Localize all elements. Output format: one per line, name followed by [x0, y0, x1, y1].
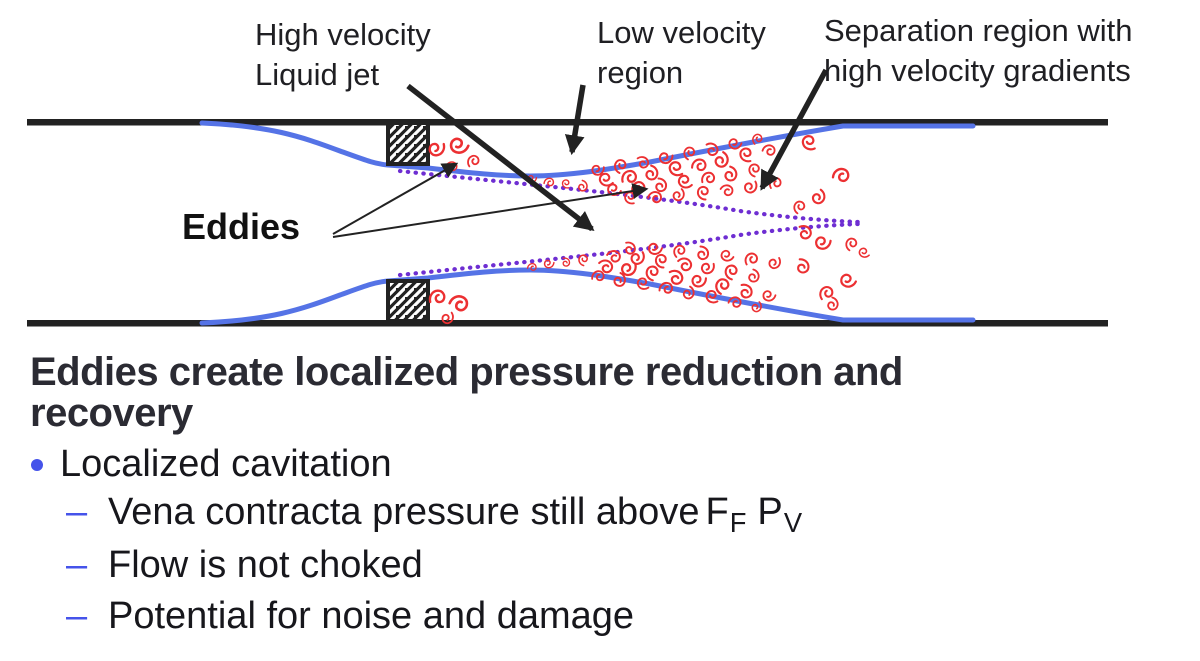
bullet-dot-icon — [31, 459, 43, 471]
pipe-wall-top — [27, 119, 1108, 126]
eddy-icon — [739, 147, 752, 163]
eddy-icon — [670, 243, 687, 259]
eddy-icon — [676, 254, 695, 273]
eddy-icon — [721, 262, 740, 281]
eddy-icon — [800, 134, 816, 152]
formula-p-subscript: V — [783, 506, 803, 538]
label-line: High velocity — [255, 17, 431, 52]
eddy-icon — [675, 173, 694, 192]
eddy-icon — [543, 176, 556, 188]
label-eddies: Eddies — [182, 206, 301, 247]
eddy-icon — [701, 171, 716, 184]
eddy-icon — [428, 289, 446, 304]
label-line: Separation region with — [824, 13, 1133, 48]
label-high-velocity-liquid-jet: High velocity Liquid jet — [255, 15, 431, 95]
eddy-icon — [629, 250, 647, 267]
pipe-wall-bottom — [27, 320, 1108, 327]
label-separation-region: Separation region with high velocity gra… — [824, 11, 1132, 91]
eddy-icon — [704, 289, 719, 306]
orifice-plate-bottom — [386, 279, 430, 323]
eddy-icon — [653, 252, 668, 269]
dash-icon: – — [66, 544, 88, 586]
eddy-icon — [705, 140, 720, 157]
eddy-icon — [837, 271, 858, 291]
eddy-icon — [842, 235, 859, 252]
sub-bullet-text: Potential for noise and damage — [108, 595, 635, 637]
eddy-icon — [465, 153, 481, 168]
eddy-icon — [711, 275, 732, 296]
eddy-icon — [696, 245, 711, 262]
caption-heading-line1: Eddies create localized pressure reducti… — [30, 350, 903, 394]
shear-layer-dotted-bottom — [397, 221, 861, 278]
eddy-icon — [561, 179, 570, 189]
shear-layer-dotted-top — [397, 168, 861, 225]
eddy-icon — [767, 175, 783, 190]
sub-bullet-noise-damage: –Potential for noise and damage — [66, 595, 634, 638]
eddy-icon — [831, 165, 852, 184]
eddy-icon — [743, 180, 760, 195]
formula-f-subscript: F — [729, 506, 747, 538]
eddy-icon — [790, 198, 807, 215]
orifice-plate-top — [386, 121, 430, 166]
eddy-icon — [718, 248, 735, 265]
label-line: high velocity gradients — [824, 53, 1131, 88]
flow-boundary-bottom — [199, 267, 976, 326]
eddy-icon — [700, 262, 715, 275]
eddy-icon — [796, 257, 811, 275]
label-line: Low velocity — [597, 15, 766, 50]
eddy-icon — [624, 191, 635, 205]
eddy-icon — [542, 258, 555, 270]
dash-icon: – — [66, 491, 88, 533]
eddy-icon — [621, 263, 637, 277]
eddy-icon — [667, 160, 684, 179]
eddy-icon — [719, 181, 736, 198]
eddy-icon — [825, 296, 841, 313]
sub-bullet-flow-not-choked: –Flow is not choked — [66, 544, 423, 587]
eddy-icon — [428, 142, 446, 157]
eddy-icon — [668, 267, 685, 286]
eddy-icon — [817, 284, 835, 301]
eddy-icon — [447, 135, 470, 158]
eddies-arrow-lower — [332, 183, 649, 238]
eddy-icon — [760, 288, 777, 304]
eddies-arrow-upper — [332, 162, 459, 235]
eddy-icon — [722, 165, 741, 184]
eddy-icon — [690, 156, 708, 173]
bullet-localized-cavitation: Localized cavitation — [60, 443, 392, 485]
flow-boundary-top — [199, 120, 976, 179]
eddy-icon — [611, 156, 629, 175]
label-line: Liquid jet — [255, 57, 380, 92]
formula-p: P — [757, 491, 783, 533]
orifice-flow-diagram — [27, 68, 1108, 327]
sub-bullet-text: Flow is not choked — [108, 544, 423, 586]
dash-icon: – — [66, 595, 88, 637]
eddy-icon — [857, 246, 871, 260]
eddy-icon — [810, 188, 829, 207]
liquid-jet-arrow — [406, 83, 595, 232]
eddy-icon — [671, 187, 688, 203]
sub-bullet-text: Vena contracta pressure still above — [108, 491, 700, 533]
eddy-icon — [654, 177, 669, 194]
low-velocity-arrow — [564, 84, 586, 156]
label-line: region — [597, 55, 684, 90]
eddy-icon — [740, 283, 753, 299]
eddy-icon — [621, 169, 637, 183]
formula-f: F — [705, 491, 729, 533]
label-low-velocity-region: Low velocity region — [597, 13, 766, 93]
caption-heading-line2: recovery — [30, 391, 193, 435]
eddy-icon — [767, 256, 783, 271]
eddy-icon — [746, 161, 762, 178]
eddy-icon — [742, 251, 759, 266]
separation-region-arrow — [759, 68, 829, 191]
eddy-icon — [642, 263, 661, 282]
eddy-icon — [761, 142, 778, 158]
eddy-icon — [448, 291, 471, 314]
eddy-icon — [695, 184, 710, 201]
eddy-icon — [746, 268, 762, 285]
eddy-icon — [690, 273, 708, 290]
eddy-icon — [813, 235, 833, 253]
